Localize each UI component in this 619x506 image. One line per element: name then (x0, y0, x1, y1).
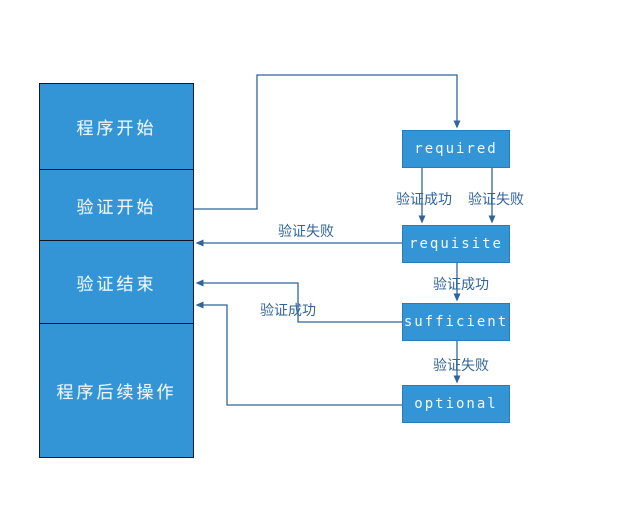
flow-stage-auth-start: 验证开始 (40, 169, 193, 240)
edge-label-required-success: 验证成功 (396, 192, 452, 208)
flow-stage-label: 验证结束 (76, 274, 157, 295)
module-box-required: required (402, 130, 510, 168)
edge-label-requisite-success: 验证成功 (433, 277, 489, 293)
flow-stage-program-start: 程序开始 (40, 84, 193, 169)
module-box-requisite: requisite (402, 225, 510, 263)
edge-optional-to-end (195, 301, 402, 406)
module-label: required (414, 141, 498, 157)
module-box-sufficient: sufficient (402, 303, 510, 341)
edge-label-required-fail: 验证失败 (468, 192, 524, 208)
flow-stage-program-followup: 程序后续操作 (40, 323, 193, 457)
program-flow-column: 程序开始 验证开始 验证结束 程序后续操作 (39, 83, 194, 458)
flow-stage-label: 程序后续操作 (56, 383, 177, 403)
module-label: sufficient (403, 314, 509, 330)
flow-stage-auth-end: 验证结束 (40, 240, 193, 323)
module-label: optional (414, 396, 498, 412)
edge-label-sufficient-success-return: 验证成功 (260, 303, 316, 319)
edge-label-requisite-fail-return: 验证失败 (278, 224, 334, 240)
module-label: requisite (409, 236, 503, 252)
flow-stage-label: 验证开始 (76, 197, 157, 218)
module-box-optional: optional (402, 385, 510, 423)
flow-stage-label: 程序开始 (76, 119, 157, 139)
edge-label-sufficient-fail: 验证失败 (433, 358, 489, 374)
